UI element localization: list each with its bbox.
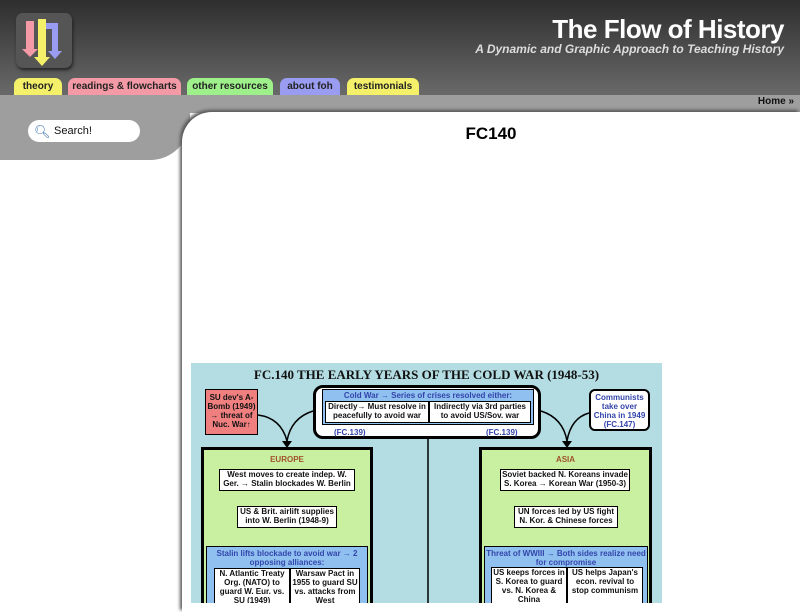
warsaw-pact-cell: Warsaw Pact in 1955 to guard SU vs. atta…	[290, 568, 360, 603]
ref-fc139-right: (FC.139)	[486, 428, 518, 437]
europe-step-2: US & Brit. airlift supplies into W. Berl…	[237, 506, 337, 528]
page-title: FC140	[465, 124, 517, 143]
su-bomb-box: SU dev's A-Bomb (1949) → threat of Nuc. …	[205, 389, 258, 435]
flow-arrows-icon	[22, 19, 62, 66]
flowchart-title: FC.140 THE EARLY YEARS OF THE COLD WAR (…	[253, 367, 600, 382]
us-forces-korea-cell: US keeps forces in S. Korea to guard vs.…	[491, 567, 567, 603]
site-subtitle: A Dynamic and Graphic Approach to Teachi…	[475, 42, 784, 56]
tab-theory[interactable]: theory	[14, 78, 62, 96]
directly-cell: Directly→ Must resolve in peacefully to …	[325, 401, 429, 423]
asia-step-3-text: Threat of WWIII → Both sides realize nee…	[486, 549, 646, 567]
search-label: Search!	[54, 125, 92, 137]
breadcrumb-separator: »	[788, 96, 794, 107]
site-logo[interactable]	[16, 13, 72, 68]
tab-testimonials[interactable]: testimonials	[347, 78, 419, 96]
home-link[interactable]: Home	[757, 96, 786, 107]
europe-step-3-text: Stalin lifts blockade to avoid war → 2 o…	[216, 549, 358, 567]
cold-war-heading: Cold War → Series of crises resolved eit…	[343, 391, 513, 400]
nav-bar	[0, 95, 800, 113]
flowchart-image: FC.140 THE EARLY YEARS OF THE COLD WAR (…	[191, 363, 662, 603]
japan-revival-cell: US helps Japan's econ. revival to stop c…	[567, 567, 643, 603]
nato-cell: N. Atlantic Treaty Org. (NATO) to guard …	[214, 568, 290, 603]
asia-step-1: Soviet backed N. Koreans invade S. Korea…	[500, 469, 630, 491]
europe-step-1: West moves to create indep. W. Ger. → St…	[219, 469, 355, 491]
breadcrumb: Home »	[758, 96, 794, 107]
ref-fc139-left: (FC.139)	[334, 428, 366, 437]
tab-readings-flowcharts[interactable]: readings & flowcharts	[68, 78, 181, 96]
tab-other-resources[interactable]: other resources	[187, 78, 273, 96]
indirectly-cell: Indirectly via 3rd parties to avoid US/S…	[429, 401, 531, 423]
site-title: The Flow of History	[552, 14, 784, 44]
cold-war-box: Cold War → Series of crises resolved eit…	[313, 385, 541, 439]
asia-step-2: UN forces led by US fight N. Kor. & Chin…	[514, 506, 618, 528]
magnifier-icon: 🔍︎	[34, 124, 51, 139]
tab-about-foh[interactable]: about foh	[280, 78, 340, 96]
europe-heading: EUROPE	[270, 455, 304, 464]
asia-heading: ASIA	[555, 455, 576, 464]
china-box: Communists take over China in 1949 (FC.1…	[589, 389, 650, 431]
search-button[interactable]: 🔍︎ Search!	[28, 120, 140, 142]
